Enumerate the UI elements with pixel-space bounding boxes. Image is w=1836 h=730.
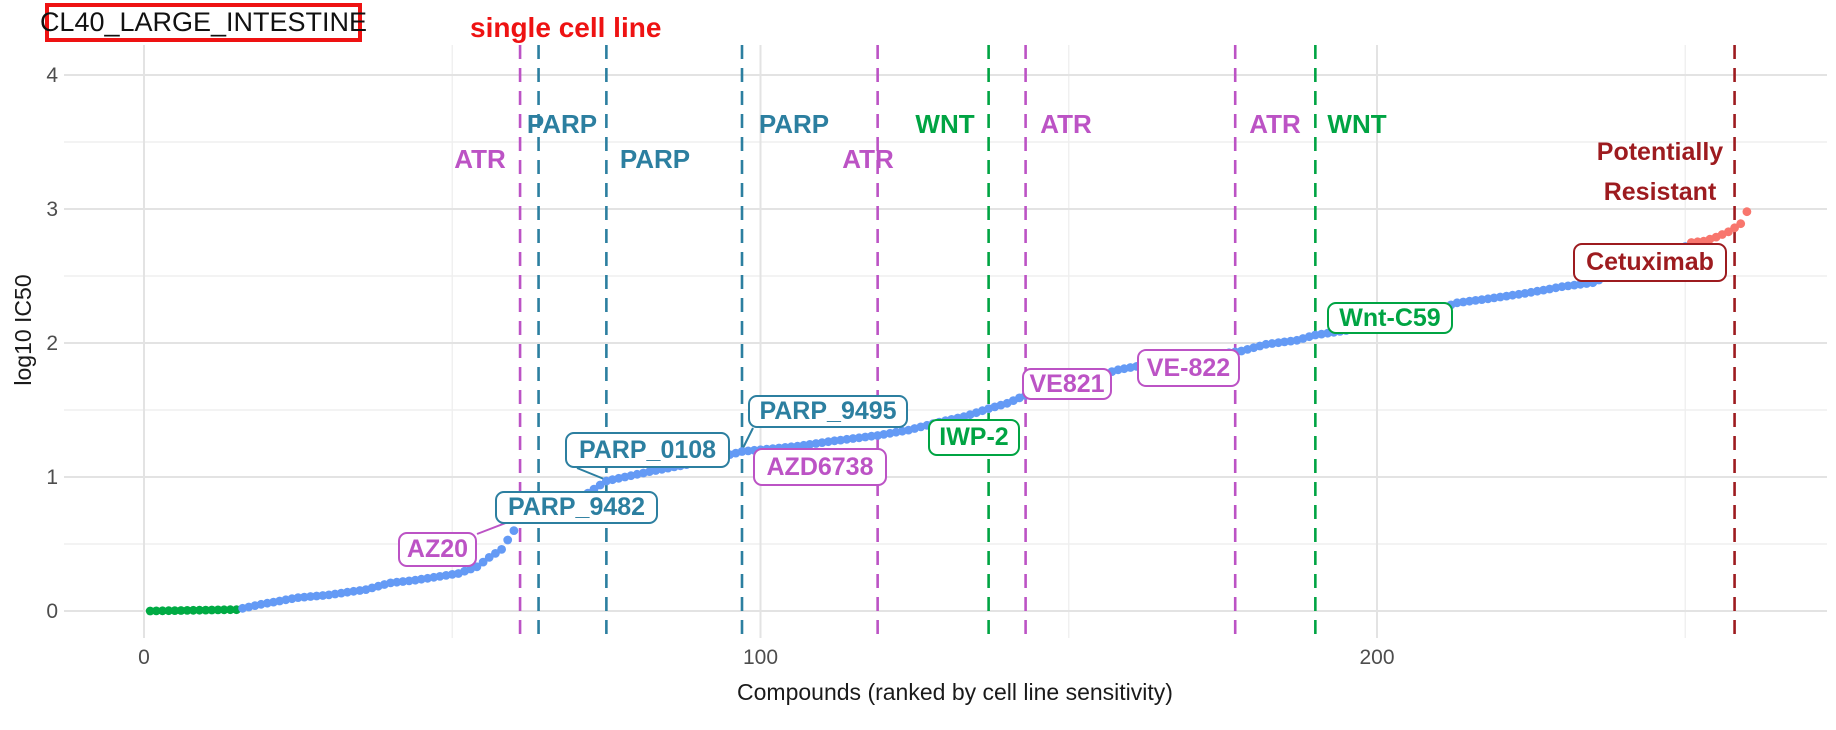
data-point — [1736, 219, 1746, 229]
compound-callout-wnt-c59: Wnt-C59 — [1327, 302, 1453, 334]
data-point — [188, 605, 198, 615]
y-tick-label: 2 — [46, 332, 58, 355]
cell-line-title: CL40_LARGE_INTESTINE — [39, 7, 368, 37]
y-tick-label: 0 — [46, 600, 58, 623]
x-tick-label: 200 — [1359, 646, 1394, 669]
data-point — [176, 606, 186, 615]
y-tick-label: 3 — [46, 198, 58, 221]
data-point — [509, 526, 519, 535]
pathway-label-parp-parp_9495: PARP — [758, 109, 830, 139]
data-point — [201, 605, 211, 615]
pathway-label-parp-parp_9482: PARP — [526, 109, 598, 139]
resistant-zone-label-line2: Resistant — [1603, 178, 1717, 206]
compound-callout-parp_0108: PARP_0108 — [565, 432, 730, 468]
compound-callout-ve821: VE821 — [1022, 368, 1112, 400]
x-tick-label: 0 — [138, 646, 150, 669]
pathway-label-atr-azd6738: ATR — [842, 144, 894, 174]
data-point — [472, 562, 482, 572]
data-point — [225, 605, 235, 615]
x-tick-label: 100 — [743, 646, 778, 669]
leader-line-parp_0108 — [576, 467, 605, 480]
compound-callout-azd6738: AZD6738 — [753, 448, 887, 486]
data-point — [158, 606, 167, 616]
data-point — [145, 606, 155, 616]
pathway-label-wnt-wnt-c59: WNT — [1327, 109, 1387, 139]
pathway-label-atr-ve-822: ATR — [1249, 109, 1301, 139]
data-point — [182, 606, 192, 615]
cell-line-title-box: CL40_LARGE_INTESTINE — [40, 3, 367, 42]
x-axis-title: Compounds (ranked by cell line sensitivi… — [737, 679, 1173, 705]
pathway-label-atr-az20: ATR — [454, 144, 506, 174]
resistant-zone-label-line1: Potentially — [1596, 138, 1724, 166]
pathway-label-atr-ve821: ATR — [1040, 109, 1092, 139]
data-point — [478, 557, 488, 567]
compound-callout-az20: AZ20 — [398, 532, 477, 567]
y-tick-label: 4 — [46, 64, 58, 87]
compound-callout-ve-822: VE-822 — [1137, 349, 1240, 387]
pathway-label-parp-parp_0108: PARP — [619, 144, 691, 174]
data-point — [503, 535, 513, 545]
data-point — [207, 605, 217, 615]
data-point — [1742, 207, 1752, 217]
data-point — [219, 605, 229, 615]
data-point — [497, 545, 506, 554]
compound-callout-iwp-2: IWP-2 — [928, 419, 1020, 456]
compound-callout-parp_9482: PARP_9482 — [495, 491, 658, 524]
data-point — [213, 605, 223, 615]
data-point — [164, 606, 174, 616]
y-tick-label: 1 — [46, 466, 58, 489]
y-axis-title: log10 IC50 — [10, 274, 36, 386]
leader-line-parp_9495 — [741, 427, 754, 451]
chart-subtitle: single cell line — [470, 12, 662, 43]
data-point — [151, 606, 161, 616]
data-point — [195, 605, 204, 615]
pathway-label-wnt-iwp-2: WNT — [915, 109, 975, 139]
compound-callout-parp_9495: PARP_9495 — [748, 395, 908, 428]
compound-callout-cetuximab: Cetuximab — [1573, 243, 1727, 282]
data-point — [170, 606, 180, 615]
